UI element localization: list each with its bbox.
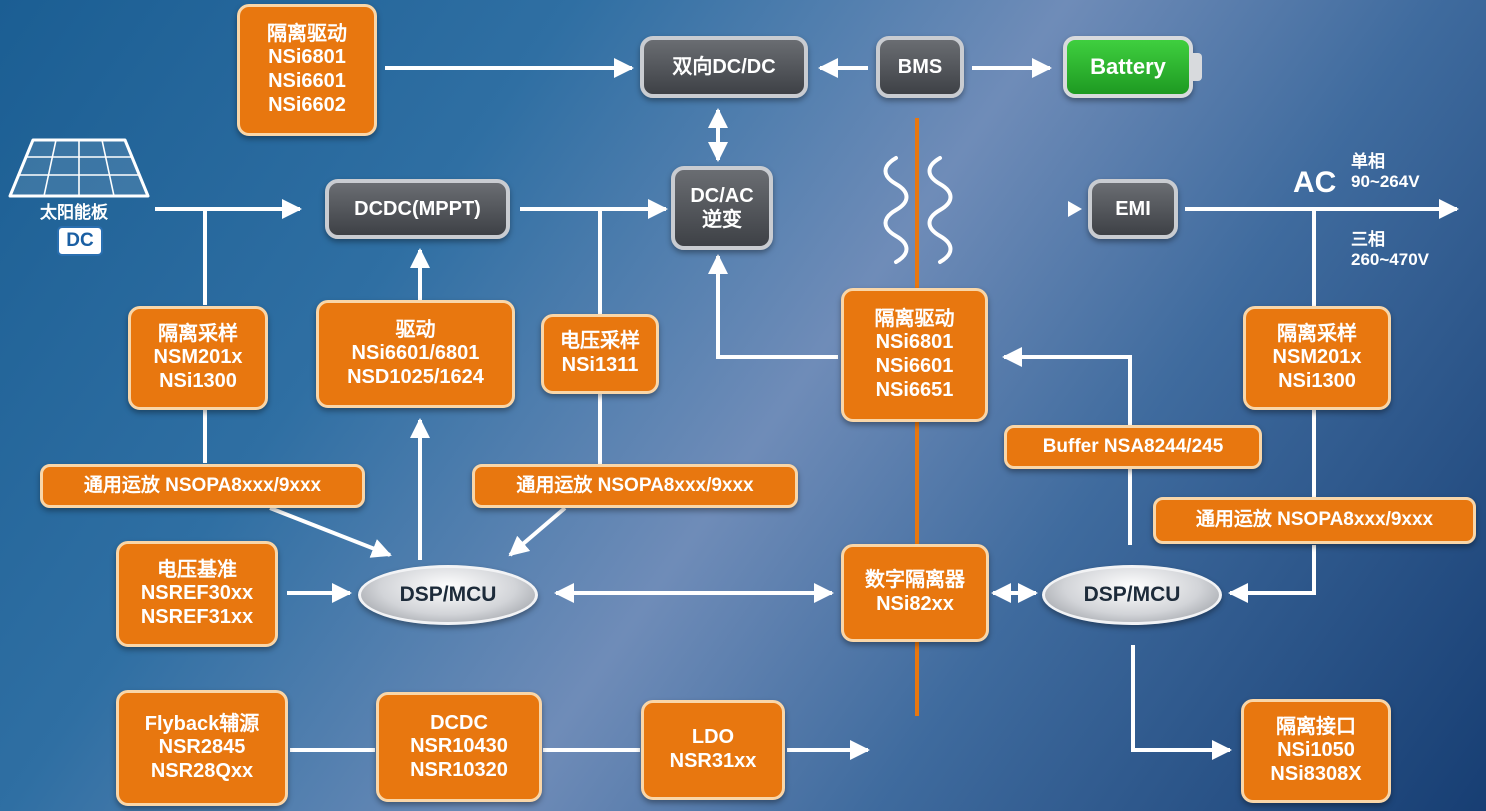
part-number: NSR28Qxx (150, 759, 254, 782)
dcdc-mppt-block[interactable]: DCDC(MPPT) (325, 179, 510, 239)
part-number: NSi6801 (268, 46, 346, 69)
isolated-sampling-left-block[interactable]: 隔离采样 NSM201x NSi1300 (128, 306, 268, 410)
block-title: 隔离接口 (1276, 715, 1356, 738)
single-phase-label: 单相 90~264V (1351, 152, 1420, 193)
dsp-mcu-right[interactable]: DSP/MCU (1042, 565, 1222, 625)
ac-output-label: AC (1293, 166, 1337, 199)
isolated-sampling-right-block[interactable]: 隔离采样 NSM201x NSi1300 (1243, 306, 1391, 410)
wire-opamp-left-to-mcu (269, 506, 392, 558)
isolated-interface-block[interactable]: 隔离接口 NSi1050 NSi8308X (1241, 699, 1391, 803)
dsp-mcu-left[interactable]: DSP/MCU (358, 565, 538, 625)
part-number: NSi6601/6801 (351, 342, 480, 365)
digital-isolator-block[interactable]: 数字隔离器 NSi82xx (841, 544, 989, 642)
block-title: DCDC (430, 711, 488, 734)
block-title: 电压采样 (560, 330, 640, 353)
block-title: 电压基准 (157, 558, 237, 581)
part-number: NSM201x (1272, 346, 1362, 369)
three-phase-label: 三相 260~470V (1351, 230, 1429, 271)
block-title: 隔离驱动 (874, 307, 955, 330)
part-number: NSi6801 (875, 331, 954, 354)
part-number: NSi82xx (876, 593, 954, 615)
driver-block[interactable]: 驱动 NSi6601/6801 NSD1025/1624 (316, 300, 515, 408)
isolated-driver-mid-block[interactable]: 隔离驱动 NSi6801 NSi6601 NSi6651 (841, 288, 988, 422)
wire-opamp-mid-to-mcu (508, 506, 567, 557)
part-number: NSR10320 (410, 758, 508, 781)
block-label: BMS (897, 56, 943, 78)
wire-buffer-to-isodrv (1002, 347, 1132, 545)
part-number: NSREF31xx (140, 605, 254, 628)
single-phase-range: 90~264V (1351, 172, 1420, 192)
part-number: NSi6601 (875, 355, 954, 377)
part-number: NSi6601 (268, 70, 346, 92)
opamp-left-block[interactable]: 通用运放 NSOPA8xxx/9xxx (40, 464, 365, 508)
block-title: 隔离驱动 (267, 22, 347, 45)
part-number: NSi8308X (1270, 762, 1362, 785)
bidirectional-dcdc-block[interactable]: 双向DC/DC (640, 36, 808, 98)
emi-block[interactable]: EMI (1088, 179, 1178, 239)
battery-block[interactable]: Battery (1063, 36, 1193, 98)
part-number: NSi6602 (268, 93, 346, 116)
part-number: NSM201x (153, 346, 243, 369)
dcdc-aux-block[interactable]: DCDC NSR10430 NSR10320 (376, 692, 542, 802)
block-title: 隔离采样 (158, 322, 238, 345)
transformer-icon (883, 156, 953, 264)
bms-block[interactable]: BMS (876, 36, 964, 98)
part-number: NSi1300 (159, 369, 237, 392)
opamp-right-block[interactable]: 通用运放 NSOPA8xxx/9xxx (1153, 497, 1476, 544)
part-number: NSR2845 (158, 736, 246, 759)
block-label-line1: DC/AC (690, 185, 754, 207)
block-label: DCDC(MPPT) (354, 198, 481, 220)
part-number: NSi1311 (561, 354, 639, 376)
battery-cap-icon (1193, 53, 1202, 81)
voltage-sampling-block[interactable]: 电压采样 NSi1311 (541, 314, 659, 394)
block-title: Flyback辅源 (144, 712, 260, 735)
ldo-block[interactable]: LDO NSR31xx (641, 700, 785, 800)
block-label-line2: 逆变 (702, 209, 742, 231)
part-number: NSD1025/1624 (347, 365, 484, 388)
single-phase-title: 单相 (1351, 152, 1385, 171)
wire-mcu-to-interface (1131, 645, 1232, 760)
block-title: LDO (691, 726, 735, 749)
block-title: 隔离采样 (1277, 322, 1357, 345)
solar-panel-label: 太阳能板 (40, 203, 108, 222)
wire-transformer-to-emi-head (1068, 201, 1082, 217)
part-number: NSi6651 (875, 378, 954, 401)
wire-opamp-right-to-mcu (1228, 545, 1316, 603)
solar-dc-tag: DC (57, 226, 103, 256)
block-title: 数字隔离器 (865, 569, 965, 592)
isolated-driver-top-block[interactable]: 隔离驱动 NSi6801 NSi6601 NSi6602 (237, 4, 377, 136)
solar-panel-icon (8, 138, 150, 198)
part-number: NSi1050 (1277, 739, 1355, 762)
voltage-reference-block[interactable]: 电压基准 NSREF30xx NSREF31xx (116, 541, 278, 647)
wire-isodrv-to-dcac (708, 254, 838, 359)
block-label: 双向DC/DC (672, 56, 776, 78)
block-title: 驱动 (395, 318, 436, 341)
dcac-inverter-block[interactable]: DC/AC 逆变 (671, 166, 773, 250)
part-number: NSR31xx (669, 750, 757, 772)
three-phase-title: 三相 (1351, 230, 1385, 249)
part-number: NSREF30xx (140, 582, 254, 605)
block-label: EMI (1115, 198, 1151, 220)
three-phase-range: 260~470V (1351, 250, 1429, 270)
opamp-mid-block[interactable]: 通用运放 NSOPA8xxx/9xxx (472, 464, 798, 508)
buffer-block[interactable]: Buffer NSA8244/245 (1004, 425, 1262, 469)
part-number: NSi1300 (1278, 369, 1356, 392)
part-number: NSR10430 (410, 735, 508, 758)
flyback-aux-power-block[interactable]: Flyback辅源 NSR2845 NSR28Qxx (116, 690, 288, 806)
